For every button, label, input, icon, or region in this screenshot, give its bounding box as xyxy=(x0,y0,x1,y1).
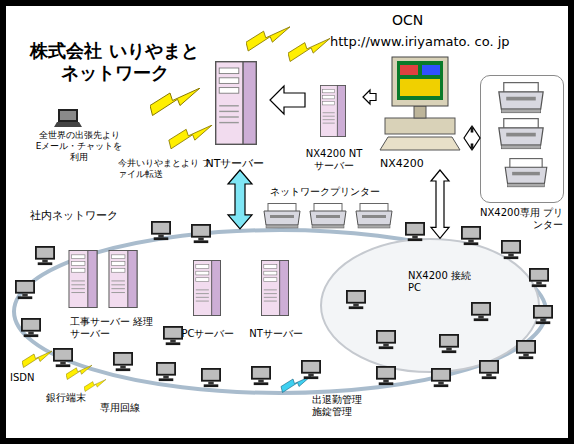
printer-icon xyxy=(499,83,543,113)
monitor-frame xyxy=(392,57,448,106)
screen-window xyxy=(400,79,440,96)
server-icon xyxy=(193,260,220,315)
laptop-base xyxy=(54,122,82,127)
node-label: NX4200専用 プリンター xyxy=(479,207,563,231)
pc-icon xyxy=(201,368,221,387)
text-label: 今井いりやまとより ファイル転送 xyxy=(118,158,213,180)
pc-icon xyxy=(431,368,451,387)
pc-icon xyxy=(461,226,481,245)
pc-icon xyxy=(301,360,321,379)
server-icon xyxy=(320,85,345,136)
printer-icon xyxy=(499,119,543,149)
lightning-icon xyxy=(22,351,52,368)
node-label: NTサーバー xyxy=(245,328,307,340)
pc-icon xyxy=(21,318,41,337)
pc-icon xyxy=(15,280,35,299)
fat-arrow xyxy=(228,170,252,229)
fat-arrow xyxy=(464,127,480,149)
node-label: NX4200 xyxy=(380,157,460,170)
diagram-title: 株式会社 いりやまと ネットワーク xyxy=(22,40,207,83)
text-label: 専用回線 xyxy=(100,402,150,414)
keyboard xyxy=(380,137,460,150)
pc-icon xyxy=(529,268,549,287)
pc-icon xyxy=(405,222,425,241)
printer-icon xyxy=(264,204,300,229)
screen-window xyxy=(422,65,440,75)
lightning-icon xyxy=(66,365,92,379)
system-unit xyxy=(385,118,455,134)
pc-icon xyxy=(479,360,499,379)
laptop-lid xyxy=(58,109,78,122)
printer-icon xyxy=(356,204,392,229)
node-label: 全世界の出張先より Eメール・チャットを 利用 xyxy=(35,130,123,162)
server-icon xyxy=(261,260,288,315)
pc-icon xyxy=(251,366,271,385)
node-label: 社内ネットワーク xyxy=(30,209,160,222)
screen-window xyxy=(400,65,418,75)
lightning-icon xyxy=(246,27,290,51)
pc-icon xyxy=(471,302,491,321)
fat-arrow xyxy=(431,170,449,238)
pc-icon xyxy=(533,305,553,324)
lightning-icon xyxy=(288,38,330,61)
text-label: ISDN xyxy=(10,372,50,384)
node-label: NX4200 NTサーバー xyxy=(305,148,363,172)
pc-icon xyxy=(439,334,459,353)
node-label: PCサーバー xyxy=(178,328,238,340)
pc-icon xyxy=(163,326,183,345)
printer-icon xyxy=(310,204,346,229)
monitor-screen xyxy=(397,61,443,100)
pc-icon xyxy=(113,352,133,371)
pc-icon xyxy=(53,348,73,367)
pc-icon xyxy=(516,340,536,359)
pc-icon xyxy=(376,366,396,385)
text-label: 出退勤管理 施錠管理 xyxy=(312,394,374,418)
printer-icon xyxy=(505,159,547,187)
text-label: http://www.iriyamato. co. jp xyxy=(330,34,560,50)
laptop-screen xyxy=(60,111,76,120)
server-icon xyxy=(216,62,257,145)
lightning-icon xyxy=(169,125,212,149)
pc-icon xyxy=(151,221,171,240)
node-label: NX4200 接続 PC xyxy=(408,270,478,294)
text-label: OCN xyxy=(392,12,452,29)
laptop-node: 全世界の出張先より Eメール・チャットを 利用 xyxy=(35,108,123,170)
lightning-icon xyxy=(150,88,200,116)
server-icon xyxy=(109,250,137,307)
text-label: 銀行端末 xyxy=(46,392,96,404)
fat-arrow xyxy=(270,86,305,114)
ellipse-shape xyxy=(321,239,539,372)
pc-icon xyxy=(156,362,176,381)
node-label: ネットワークプリンター xyxy=(255,186,395,198)
lightning-icon xyxy=(84,379,106,391)
monitor-stand xyxy=(414,106,426,118)
fat-arrow xyxy=(363,90,376,104)
pc-icon xyxy=(376,330,396,349)
server-icon xyxy=(69,250,97,307)
ellipse-shape xyxy=(14,230,546,393)
pc-icon xyxy=(501,240,521,259)
node-label: 工事サーバー 経理サーバー xyxy=(70,316,157,340)
pc-icon xyxy=(35,246,55,265)
pc-icon xyxy=(191,224,211,243)
pc-icon xyxy=(346,290,366,309)
